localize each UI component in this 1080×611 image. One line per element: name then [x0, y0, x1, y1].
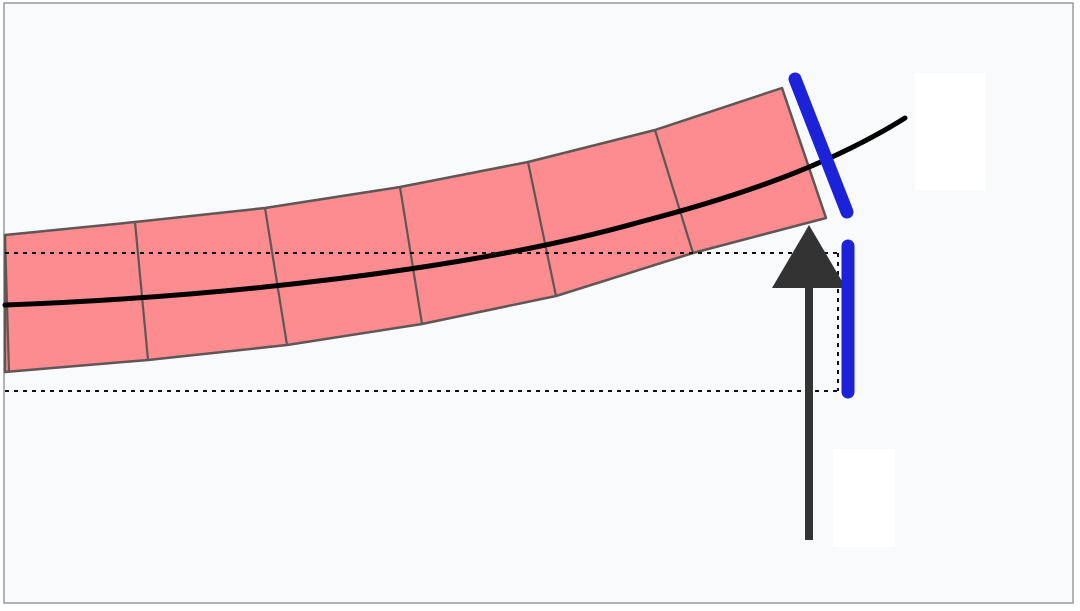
- hidden-label-mask-top: [915, 73, 985, 190]
- beam-body: [3, 86, 828, 374]
- hidden-label-mask-bottom: [833, 449, 895, 547]
- force-arrow-head: [772, 225, 846, 288]
- deformed-beam: [3, 86, 828, 374]
- label-masks: [833, 73, 985, 547]
- beam-segment-divider: [526, 161, 558, 297]
- beam-segment-divider: [263, 207, 289, 346]
- force-arrow: [772, 225, 846, 540]
- reference-lines: [5, 252, 839, 392]
- section-markers: [788, 72, 855, 399]
- beam-segment-divider: [133, 221, 150, 361]
- neutral-axis-curve: [2, 115, 908, 308]
- rotated-section-marker: [788, 72, 854, 219]
- beam-segment-divider: [653, 129, 695, 254]
- beam-segment-divider: [398, 186, 424, 325]
